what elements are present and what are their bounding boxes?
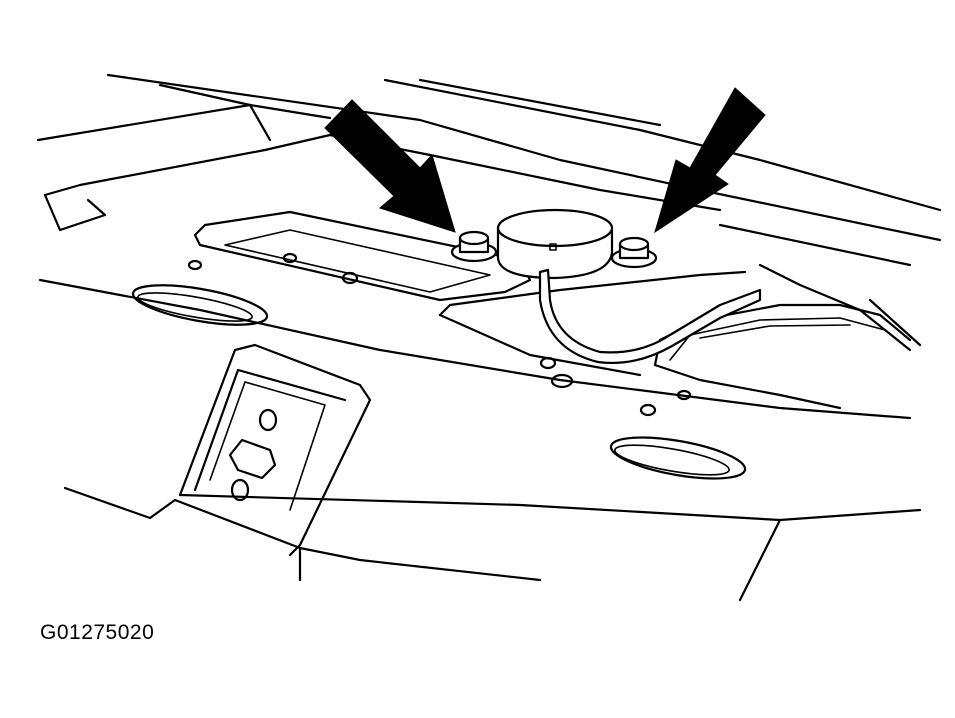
sensor-cable [538, 268, 762, 365]
sensor-unit [496, 208, 762, 365]
figure-code: G01275020 [40, 621, 155, 644]
body-panel-outline [36, 73, 942, 420]
left-mounting-bolt [450, 230, 498, 263]
right-mounting-bolt [610, 236, 658, 269]
left-arrow-icon [324, 99, 456, 233]
left-raised-pad [193, 210, 747, 377]
panel-holes [131, 252, 747, 480]
right-arrow-icon [654, 87, 766, 234]
left-slot [131, 284, 269, 326]
right-slot [609, 436, 747, 480]
front-bracket [63, 343, 922, 602]
